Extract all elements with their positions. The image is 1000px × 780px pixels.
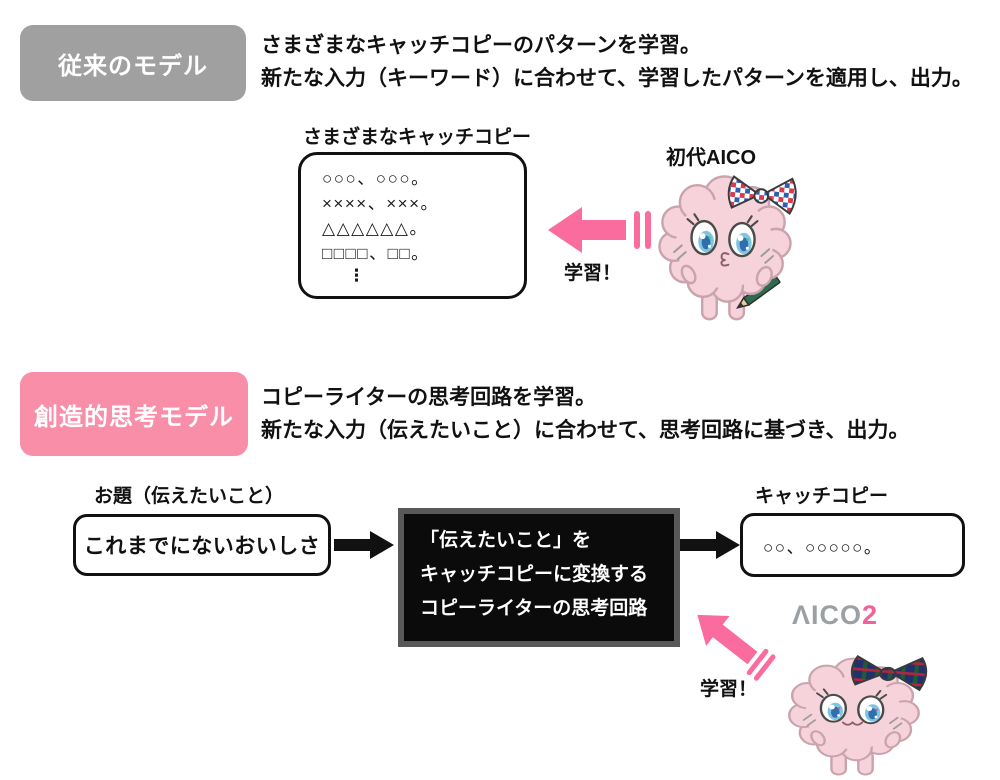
learn-label-top: 学習！ [564,263,622,284]
output-box-label: キャッチコピー [755,486,889,507]
pattern-line: ○○○、○○○。 [322,169,430,188]
aico2-character-illustration [788,654,928,776]
creative-description-line2: 新たな入力（伝えたいこと）に合わせて、思考回路に基づき、出力。 [261,419,910,442]
conventional-description: さまざまなキャッチコピーのパターンを学習。 新たな入力（キーワード）に合わせて、… [261,29,973,95]
learn-arrow-up-left-icon [697,614,776,681]
aico1-character-illustration [658,175,797,321]
conventional-description-line1: さまざまなキャッチコピーのパターンを学習。 [261,34,701,57]
aico2-eyes [816,688,888,725]
input-box-text: これまでにないおいしさ [83,535,321,558]
learn-label-bottom: 学習！ [700,679,758,700]
pattern-ellipsis: ⋮ [348,266,365,285]
conventional-description-line2: 新たな入力（キーワード）に合わせて、学習したパターンを適用し、出力。 [261,67,973,90]
creative-model-badge-label: 創造的思考モデル [34,403,234,431]
flow-arrow-right-icon [680,531,740,559]
process-box-line2: キャッチコピーに変換する [420,564,649,585]
aico1-name-label: 初代AICO [666,147,756,169]
aico1-eyes [686,213,759,258]
aico2-logo-main: ΛICO [792,600,863,630]
input-box-label: お題（伝えたいこと） [94,486,285,507]
aico1-bow-icon [727,175,797,216]
input-box: これまでにないおいしさ [73,514,331,576]
process-box: 「伝えたいこと」を キャッチコピーに変換する コピーライターの思考回路 [398,508,680,647]
aico2-bow-icon [850,654,928,692]
process-box-line1: 「伝えたいこと」を [420,530,592,551]
creative-model-badge: 創造的思考モデル [20,372,248,456]
output-box: ○○、○○○○○。 [740,513,965,577]
pattern-line: □□□□、□□。 [322,244,430,263]
pattern-line: ××××、×××。 [322,194,439,213]
conventional-model-badge-label: 従来のモデル [58,52,208,80]
process-box-line3: コピーライターの思考回路 [420,598,648,619]
patterns-box: ○○○、○○○。 ××××、×××。 △△△△△△。 □□□□、□□。 ⋮ [298,152,527,299]
patterns-box-label: さまざまなキャッチコピー [303,127,532,148]
learn-arrow-left-icon [548,207,651,253]
conventional-model-badge: 従来のモデル [20,25,246,101]
creative-description: コピーライターの思考回路を学習。 新たな入力（伝えたいこと）に合わせて、思考回路… [261,381,909,447]
aico2-logo: ΛICO2 [792,600,878,631]
aico2-logo-suffix: 2 [862,600,879,630]
creative-description-line1: コピーライターの思考回路を学習。 [261,386,597,409]
pattern-line: △△△△△△。 [322,219,428,238]
output-box-text: ○○、○○○○○。 [763,537,883,557]
flow-arrow-right-icon [334,531,394,559]
